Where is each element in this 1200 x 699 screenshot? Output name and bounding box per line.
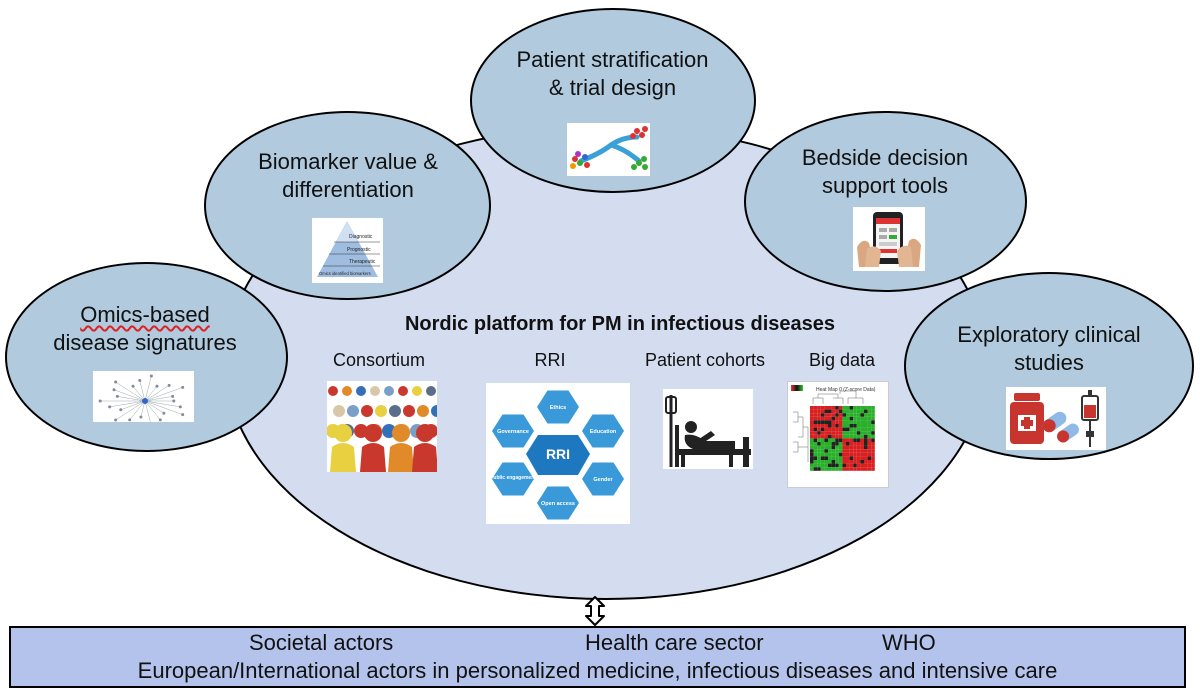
stakeholder-box <box>9 626 1186 688</box>
rri-hex-gender: Gender <box>593 477 613 483</box>
european-actors-label: European/International actors in persona… <box>137 658 1058 683</box>
heatmap-icon: Heat Map 0 (Z-score Data) <box>787 381 889 488</box>
rri-center-label: RRI <box>546 446 570 462</box>
double-arrow-icon <box>584 596 606 626</box>
rri-hex-ethics: Ethics <box>550 405 567 411</box>
pyramid-label-prognostic: Prognostic <box>347 247 371 253</box>
rri-diagram: RRI Ethics Education Gender Open access … <box>486 383 630 524</box>
rri-hex-public-engagement: Public engagement <box>490 475 536 481</box>
patient-bed-icon <box>663 389 753 469</box>
patient-stratification-ellipse <box>470 8 756 193</box>
omics-ellipse <box>5 262 288 452</box>
phone-icon <box>853 207 925 271</box>
patient-stratification-label: Patient stratification& trial design <box>516 47 709 100</box>
health-care-sector-label: Health care sector <box>585 630 764 655</box>
who-label: WHO <box>882 630 936 655</box>
crowd-icon <box>327 381 437 472</box>
rri-hex-governance: Governance <box>497 429 529 435</box>
pyramid-icon: Diagnostic Prognostic Therapeutic Omics … <box>312 218 383 283</box>
medication-icon <box>1006 387 1106 450</box>
rri-hex-education: Education <box>590 429 617 435</box>
rri-hex-open-access: Open access <box>541 501 575 507</box>
platform-title: Nordic platform for PM in infectious dis… <box>404 313 836 335</box>
stratification-icon <box>567 123 650 176</box>
biomarker-label: Biomarker value &differentiation <box>258 149 438 202</box>
section-big-data-label: Big data <box>808 350 876 370</box>
rri-center-hexagon <box>526 435 590 475</box>
pyramid-label-omics: Omics identified biomarkers <box>319 271 371 276</box>
societal-actors-label: Societal actors <box>249 630 394 655</box>
heatmap-title: Heat Map 0 (Z-score Data) <box>816 387 876 393</box>
network-graph-icon <box>93 371 194 422</box>
section-patient-cohorts-label: Patient cohorts <box>644 350 766 370</box>
section-consortium-label: Consortium <box>332 350 426 370</box>
pyramid-label-therapeutic: Therapeutic <box>349 259 376 265</box>
section-rri-label: RRI <box>534 350 566 370</box>
pyramid-label-diagnostic: Diagnostic <box>349 234 373 240</box>
